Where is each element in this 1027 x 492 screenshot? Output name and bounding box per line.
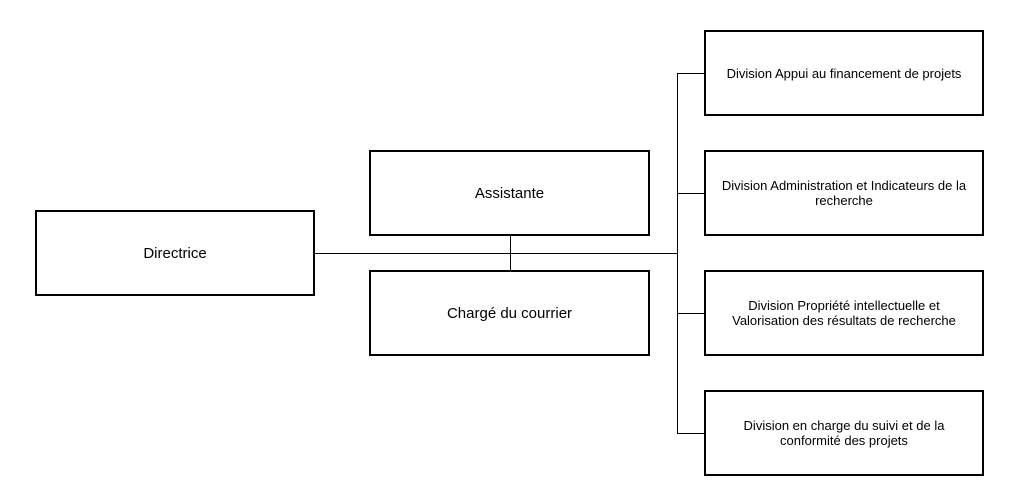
division-suivi-conformite-label: Division en charge du suivi et de la con… — [743, 418, 945, 448]
directrice-box: Directrice — [35, 210, 315, 296]
assistante-label: Assistante — [474, 184, 545, 202]
directrice-label: Directrice — [143, 244, 207, 262]
assistante-box: Assistante — [369, 150, 650, 236]
division-appui-financement-label: Division Appui au financement de projets — [726, 65, 962, 81]
charge-courrier-label: Chargé du courrier — [446, 304, 573, 322]
division-propriete-intellectuelle-label: Division Propriété intellectuelle et Val… — [732, 298, 956, 328]
division-administration-indicateurs-box: Division Administration et Indicateurs d… — [704, 150, 984, 236]
division-propriete-intellectuelle-box: Division Propriété intellectuelle et Val… — [704, 270, 984, 356]
division-administration-indicateurs-label: Division Administration et Indicateurs d… — [721, 178, 967, 208]
division-appui-financement-box: Division Appui au financement de projets — [704, 30, 984, 116]
division-suivi-conformite-box: Division en charge du suivi et de la con… — [704, 390, 984, 476]
charge-courrier-box: Chargé du courrier — [369, 270, 650, 356]
